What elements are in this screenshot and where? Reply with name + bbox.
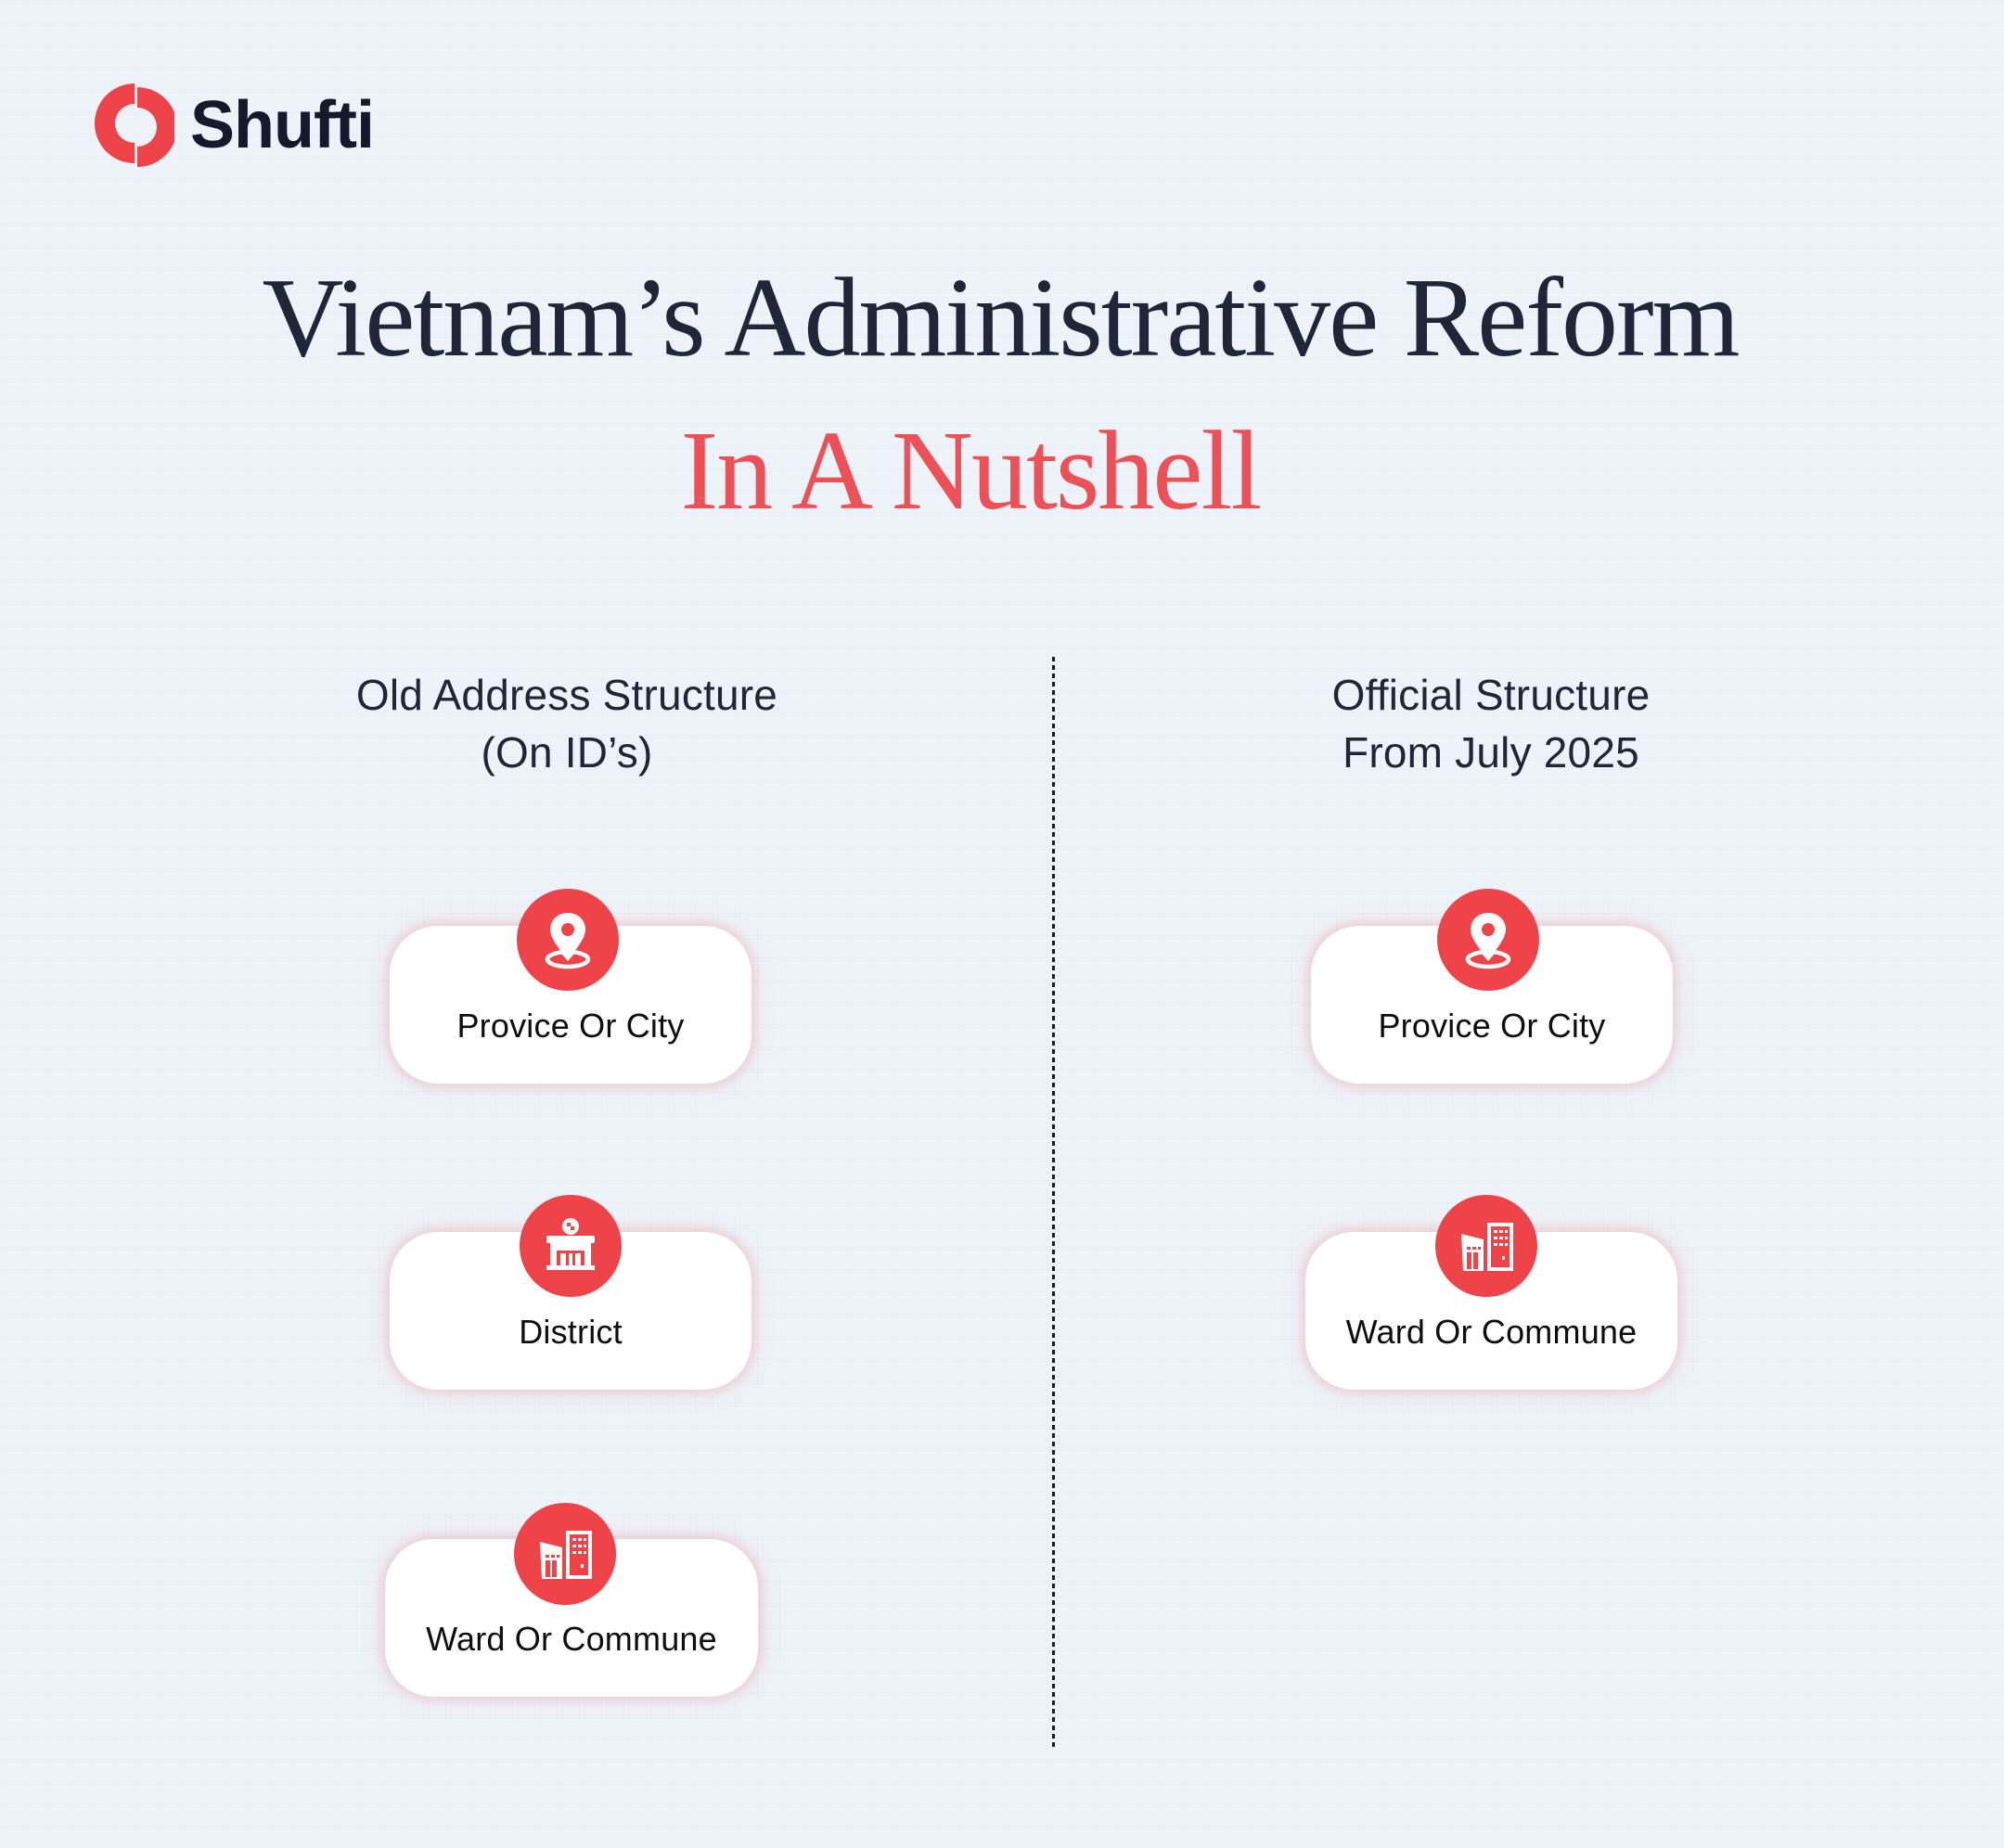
- card-label: Ward Or Commune: [426, 1620, 717, 1658]
- office-buildings-icon: [1435, 1195, 1537, 1297]
- office-buildings-icon: [514, 1503, 616, 1605]
- card-label: Provice Or City: [456, 1007, 685, 1045]
- old-structure-heading-line2: (On ID’s): [481, 728, 653, 776]
- old-structure-heading-line1: Old Address Structure: [355, 671, 778, 719]
- card-label: District: [519, 1313, 623, 1351]
- map-pin-icon: [1437, 889, 1539, 991]
- brand-logo: Shufti: [91, 82, 406, 170]
- card-label: Ward Or Commune: [1345, 1313, 1638, 1351]
- shufti-ring-logo-icon: [95, 83, 174, 167]
- page-title: Vietnam’s Administrative Reform: [262, 255, 1741, 380]
- old-ward-card: Ward Or Commune: [385, 1539, 758, 1697]
- new-structure-heading-line2: From July 2025: [1342, 728, 1639, 776]
- column-divider: [1052, 657, 1055, 1750]
- government-building-icon: [520, 1195, 622, 1297]
- new-structure-heading-line1: Official Structure: [1331, 671, 1651, 719]
- map-pin-icon: [517, 889, 619, 991]
- new-structure-heading: Official Structure From July 2025: [1213, 666, 1769, 781]
- brand-name: Shufti: [190, 88, 375, 162]
- old-structure-heading: Old Address Structure (On ID’s): [289, 666, 845, 781]
- card-label: Provice Or City: [1378, 1007, 1606, 1045]
- page-subtitle: In A Nutshell: [680, 408, 1263, 533]
